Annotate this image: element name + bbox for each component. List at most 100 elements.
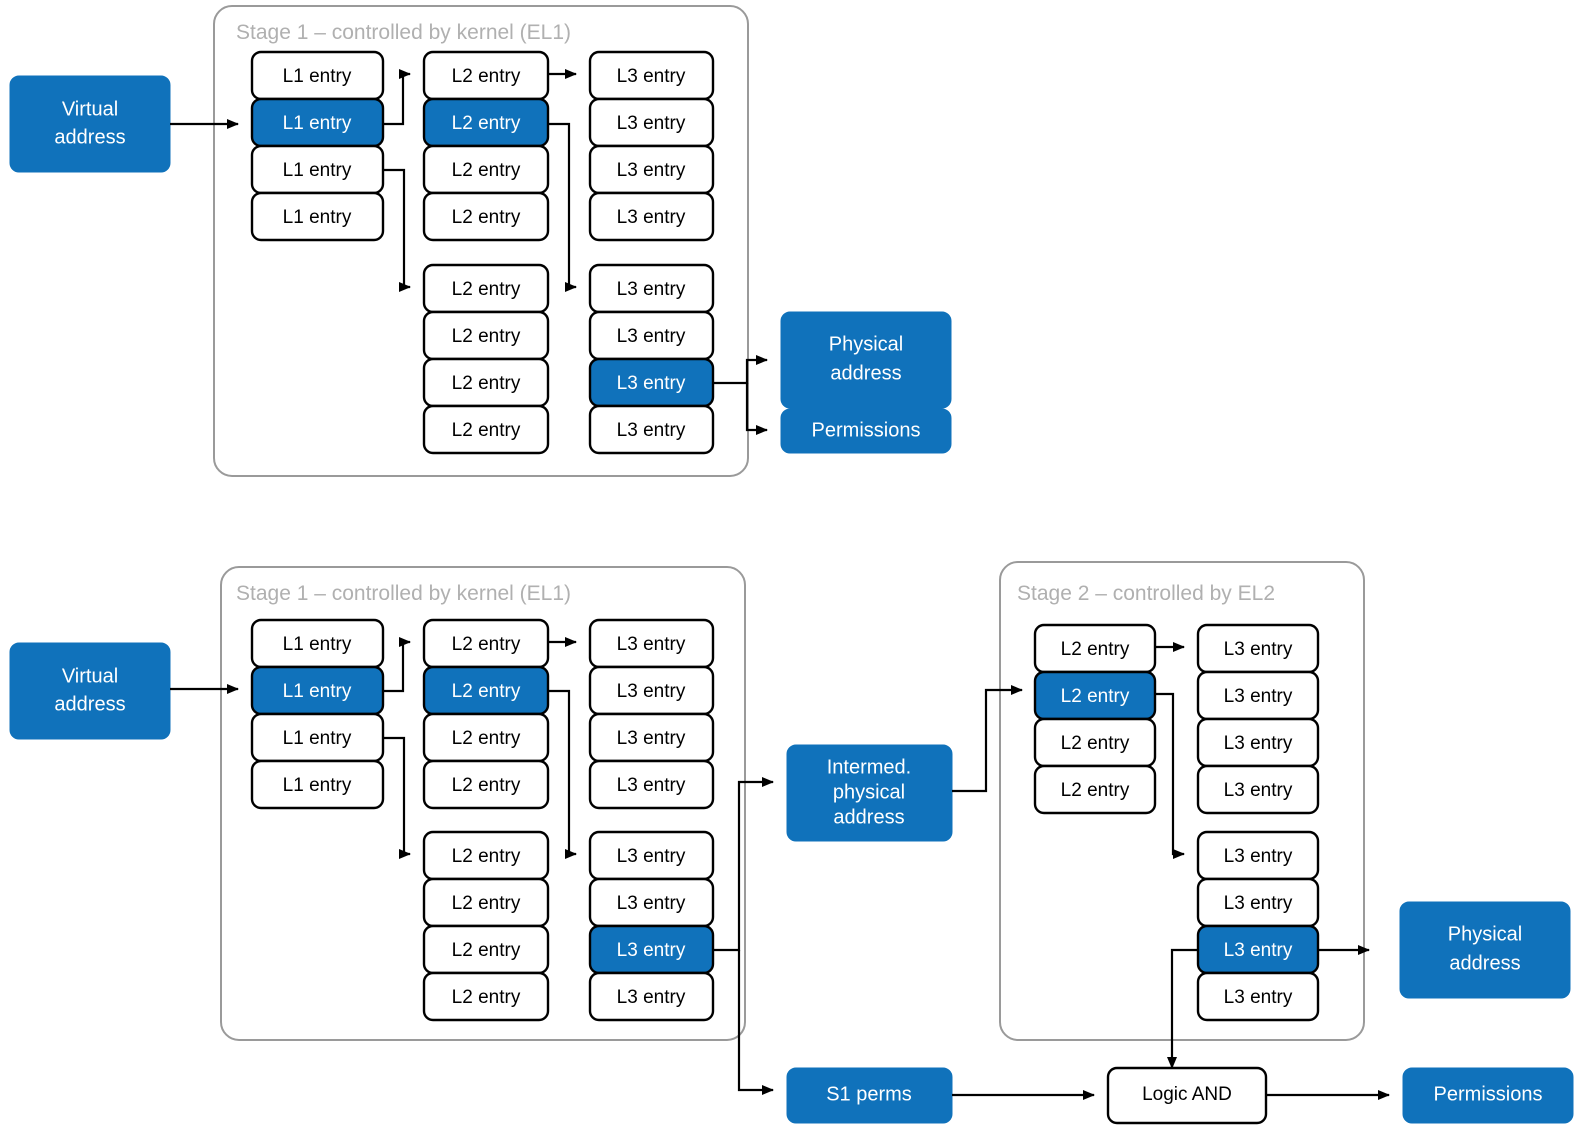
- s2-l2-entry-3-label: L2 entry: [1061, 780, 1130, 801]
- permissions-bottom-label: Permissions: [1434, 1083, 1543, 1105]
- bottom-s1-l3-column-a: L3 entry L3 entry L3 entry L3 entry: [588, 618, 715, 810]
- s2-l3b-entry-1-label: L3 entry: [1224, 893, 1293, 914]
- physical-address-box-top[interactable]: [780, 311, 952, 409]
- top-l2b-entry-2-label: L2 entry: [452, 373, 521, 394]
- arrow-bot-l2asel-to-l3b: [548, 689, 577, 859]
- bot-l2a-entry-0-label: L2 entry: [452, 634, 521, 655]
- s2-l2-entry-1-label: L2 entry: [1061, 686, 1130, 707]
- bot-l2b-entry-0-label: L2 entry: [452, 846, 521, 867]
- top-l2a-entry-0-label: L2 entry: [452, 66, 521, 87]
- ipa-label-line2: physical: [833, 781, 905, 803]
- arrow-top-l2asel-to-l3b: [548, 122, 577, 292]
- virtual-address-box-bottom[interactable]: [9, 642, 171, 740]
- physical-address-bottom-line1: Physical: [1448, 923, 1522, 945]
- s2-l3b-entry-3-label: L3 entry: [1224, 987, 1293, 1008]
- bottom-s1-l3-column-b: L3 entry L3 entry L3 entry L3 entry: [588, 830, 715, 1022]
- top-l1-entry-3[interactable]: [250, 191, 385, 242]
- physical-address-box-bottom[interactable]: [1399, 901, 1571, 999]
- stage2-title: Stage 2 – controlled by EL2: [1017, 582, 1275, 605]
- stage1-container-bottom: [220, 566, 746, 1041]
- top-l2b-entry-0-label: L2 entry: [452, 279, 521, 300]
- top-l2b-entry-3[interactable]: [422, 404, 550, 455]
- s1-perms-label: S1 perms: [826, 1083, 912, 1105]
- bot-l3a-entry-3-label: L3 entry: [617, 775, 686, 796]
- bot-l2b-entry-3-label: L2 entry: [452, 987, 521, 1008]
- top-l3-column-a: L3 entry L3 entry L3 entry L3 entry: [588, 50, 715, 242]
- bot-l3a-entry-1-label: L3 entry: [617, 681, 686, 702]
- top-l3a-entry-3[interactable]: [588, 191, 715, 242]
- top-l3b-entry-3[interactable]: [588, 404, 715, 455]
- bot-l3b-entry-1-label: L3 entry: [617, 893, 686, 914]
- top-l3-column-b: L3 entry L3 entry L3 entry L3 entry: [588, 263, 715, 455]
- bot-l3a-entry-3[interactable]: [588, 759, 715, 810]
- virtual-address-box-top[interactable]: [9, 75, 171, 173]
- virtual-address-bottom-line1: Virtual: [62, 665, 118, 687]
- bot-l3b-entry-0-label: L3 entry: [617, 846, 686, 867]
- top-l3a-entry-3-label: L3 entry: [617, 207, 686, 228]
- top-l3b-entry-0-label: L3 entry: [617, 279, 686, 300]
- arrow-top-l1-2-to-l2b: [383, 168, 411, 292]
- top-l1-entry-0-label: L1 entry: [283, 66, 352, 87]
- arrow-bot-l3sel-to-ipa: [713, 777, 774, 952]
- top-l1-entry-2-label: L1 entry: [283, 160, 352, 181]
- bot-l1-entry-3-label: L1 entry: [283, 775, 352, 796]
- ipa-label-line3: address: [833, 806, 904, 828]
- s2-l3b-entry-0-label: L3 entry: [1224, 846, 1293, 867]
- stage1-title-bottom: Stage 1 – controlled by kernel (EL1): [236, 582, 571, 605]
- stage1-container-top: [213, 5, 749, 477]
- intermediate-physical-address-box[interactable]: [786, 744, 953, 842]
- top-l3a-entry-0-label: L3 entry: [617, 66, 686, 87]
- arrow-s2-l3sel-to-logicand: [1167, 948, 1198, 1069]
- s2-l3b-entry-3[interactable]: [1196, 971, 1320, 1022]
- s2-l2-entry-0-label: L2 entry: [1061, 639, 1130, 660]
- bot-l3b-entry-3[interactable]: [588, 971, 715, 1022]
- bot-l3a-entry-0-label: L3 entry: [617, 634, 686, 655]
- bot-l2b-entry-2-label: L2 entry: [452, 940, 521, 961]
- bot-l2a-entry-2-label: L2 entry: [452, 728, 521, 749]
- arrow-bot-l1sel-to-l2a: [383, 637, 411, 693]
- top-l3b-entry-2-label: L3 entry: [617, 373, 686, 394]
- s2-l3a-entry-0-label: L3 entry: [1224, 639, 1293, 660]
- physical-address-label-top-line1: Physical: [829, 333, 903, 355]
- top-l2a-entry-3-label: L2 entry: [452, 207, 521, 228]
- top-l2b-entry-1-label: L2 entry: [452, 326, 521, 347]
- bot-l3b-entry-2-label: L3 entry: [617, 940, 686, 961]
- top-l2-column-b: L2 entry L2 entry L2 entry L2 entry: [422, 263, 550, 455]
- s2-l3a-entry-3-label: L3 entry: [1224, 780, 1293, 801]
- s2-l2-entry-3[interactable]: [1033, 764, 1157, 815]
- bottom-s1-l2-column-a: L2 entry L2 entry L2 entry L2 entry: [422, 618, 550, 810]
- bottom-s1-l1-column: L1 entry L1 entry L1 entry L1 entry: [250, 618, 385, 810]
- top-l3b-entry-3-label: L3 entry: [617, 420, 686, 441]
- bot-l2b-entry-3[interactable]: [422, 971, 550, 1022]
- virtual-address-label-line2: address: [54, 126, 125, 148]
- bot-l2a-entry-3[interactable]: [422, 759, 550, 810]
- bot-l1-entry-2-label: L1 entry: [283, 728, 352, 749]
- s2-l3a-entry-2-label: L3 entry: [1224, 733, 1293, 754]
- stage1-title-top: Stage 1 – controlled by kernel (EL1): [236, 21, 571, 44]
- top-l1-column: L1 entry L1 entry L1 entry L1 entry: [250, 50, 385, 242]
- bot-l1-entry-0-label: L1 entry: [283, 634, 352, 655]
- virtual-address-bottom-line2: address: [54, 693, 125, 715]
- top-l2b-entry-3-label: L2 entry: [452, 420, 521, 441]
- bot-l3a-entry-2-label: L3 entry: [617, 728, 686, 749]
- top-l3a-entry-1-label: L3 entry: [617, 113, 686, 134]
- stage2-l2-column: L2 entry L2 entry L2 entry L2 entry: [1033, 623, 1157, 815]
- bot-l1-entry-3[interactable]: [250, 759, 385, 810]
- stage2-l3-column-b: L3 entry L3 entry L3 entry L3 entry: [1196, 830, 1320, 1022]
- arrow-bot-l1-2-to-l2b: [383, 736, 411, 859]
- permissions-label-top: Permissions: [812, 419, 921, 441]
- virtual-address-label-line1: Virtual: [62, 98, 118, 120]
- bot-l1-entry-1-label: L1 entry: [283, 681, 352, 702]
- top-l2a-entry-3[interactable]: [422, 191, 550, 242]
- s2-l2-entry-2-label: L2 entry: [1061, 733, 1130, 754]
- top-l2a-entry-1-label: L2 entry: [452, 113, 521, 134]
- bot-l2b-entry-1-label: L2 entry: [452, 893, 521, 914]
- bot-l3b-entry-3-label: L3 entry: [617, 987, 686, 1008]
- permissions-box-bottom[interactable]: [1402, 1067, 1574, 1124]
- logic-and-label: Logic AND: [1142, 1084, 1232, 1105]
- permissions-box-top[interactable]: [780, 408, 952, 454]
- stage2-container: [999, 561, 1365, 1041]
- s2-l3a-entry-3[interactable]: [1196, 764, 1320, 815]
- physical-address-bottom-line2: address: [1449, 952, 1520, 974]
